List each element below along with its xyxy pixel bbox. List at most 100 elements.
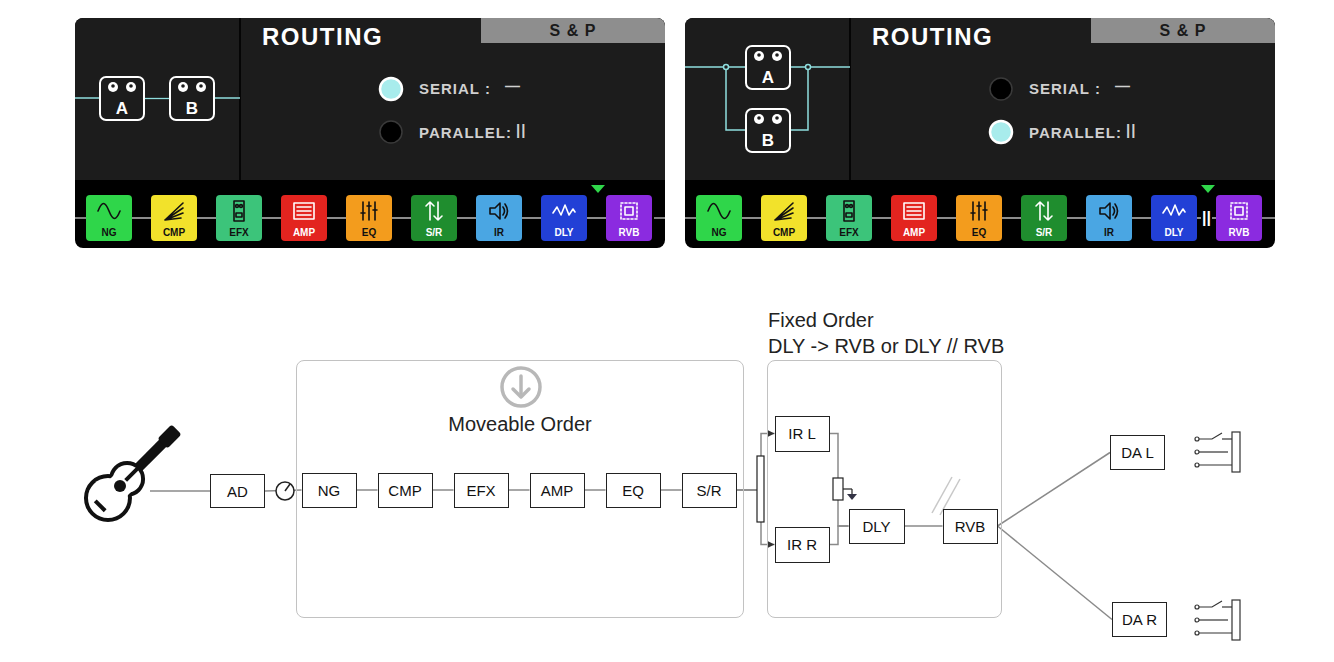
option-label: PARALLEL:: [419, 124, 512, 141]
device-screen-part: [239, 18, 241, 180]
node-label: CMP: [163, 227, 185, 239]
guitar-illustration-part: [124, 442, 164, 482]
selection-marker-part: [591, 185, 605, 193]
module-icon-part: [234, 201, 244, 221]
signal-wire-part: [215, 97, 240, 99]
selection-marker-part: [1201, 185, 1215, 193]
level-knob: [276, 482, 294, 500]
level-knob-part: [285, 484, 290, 491]
output-jack-part-part: [1222, 606, 1232, 607]
knob-icon-part: [129, 84, 133, 88]
module-icon-part-part: [775, 203, 793, 220]
connector: [998, 526, 1113, 620]
option-label-holder: ||: [1126, 121, 1136, 138]
heading-text: Fixed Order: [768, 307, 1001, 333]
knob-icon-part: [126, 82, 136, 92]
module-icon-part-part: [850, 205, 853, 208]
heading-text: ROUTING: [262, 23, 383, 51]
moveable-icon-part: [513, 389, 529, 397]
moveable-icon-part: [519, 376, 523, 396]
module-tile: RVB: [1216, 195, 1262, 241]
output-jack-part-part: [1199, 619, 1228, 620]
node-label: DLY: [862, 518, 890, 535]
menu-tab: S & P: [1091, 18, 1275, 43]
device-screen-part: [685, 18, 1275, 180]
process-box: S/R: [682, 473, 737, 508]
option-label: SERIAL :: [419, 80, 491, 97]
module-tile: S/R: [411, 195, 457, 241]
connector: [522, 217, 541, 218]
signal-wire-part: [808, 66, 850, 68]
module-icon-part: [1036, 202, 1052, 220]
node-label: B: [186, 99, 198, 118]
node-label: S/R: [1036, 227, 1053, 239]
connector: [872, 217, 891, 218]
output-jack-part-part: [1195, 631, 1199, 635]
module-icon-part: [621, 203, 637, 219]
module-tile: EQ: [346, 195, 392, 241]
moveable-icon: [502, 368, 540, 406]
process-box: AD: [210, 474, 265, 508]
module-icon-part-part: [971, 202, 987, 220]
knob-icon-part: [108, 82, 118, 92]
module-icon-part: [426, 202, 442, 220]
module-icon: [422, 199, 446, 223]
signal-wire-part: [724, 65, 729, 70]
module-icon-part-part: [240, 205, 243, 208]
group-box: NGCMPEFXAMPEQS/RMoveable Order: [296, 360, 744, 618]
module-tile: CMP: [151, 195, 197, 241]
connector: [585, 489, 606, 491]
module-icon-part-part: [165, 203, 183, 220]
potentiometer-part: [847, 494, 857, 500]
splitter-bar-part: [757, 456, 764, 522]
knob-icon: [747, 48, 789, 66]
knob-icon: [171, 79, 213, 97]
process-box: EFX: [454, 473, 509, 508]
knob-icon-part: [754, 51, 764, 61]
output-jack-part-part: [1195, 437, 1199, 441]
node-label: S & P: [550, 22, 597, 40]
process-box: RVB: [943, 509, 998, 544]
module-icon-part-part: [98, 204, 120, 219]
process-box: EQ: [606, 473, 661, 508]
output-jack-part-part: [1195, 605, 1199, 609]
module-icon-part: [775, 203, 793, 220]
module-tile: EFX: [826, 195, 872, 241]
node-label: B: [762, 131, 774, 150]
module-icon-part-part: [1163, 205, 1185, 215]
node-label: EQ: [362, 227, 376, 239]
module-icon-part-part: [844, 201, 854, 221]
output-jack-part-part: [1199, 433, 1222, 439]
connector: [1067, 217, 1086, 218]
option-label: PARALLEL:: [1029, 124, 1122, 141]
option-label: ||: [1126, 121, 1136, 138]
node-label: IR R: [787, 536, 817, 553]
effect-block: A: [745, 45, 791, 90]
node-label: CMP: [773, 227, 795, 239]
connector: [937, 217, 956, 218]
connector: [1002, 217, 1021, 218]
output-jack-part-part: [1232, 600, 1240, 640]
connector: [807, 217, 826, 218]
module-tile: IR: [476, 195, 522, 241]
module-icon-part-part: [426, 202, 442, 220]
module-icon-part: [1231, 203, 1247, 219]
process-box: DLY: [849, 509, 905, 544]
module-tile: IR: [1086, 195, 1132, 241]
connector: [1132, 217, 1151, 218]
connector: [509, 489, 530, 491]
node-label: DA R: [1122, 611, 1157, 628]
module-icon: [552, 199, 576, 223]
signal-wire-part: [75, 97, 99, 99]
potentiometer: [833, 478, 857, 500]
module-icon-part: [294, 203, 314, 219]
module-icon: [487, 199, 511, 223]
knob-icon: [101, 79, 143, 97]
module-tile: DLY: [541, 195, 587, 241]
node-label: NG: [318, 482, 341, 499]
output-jack-part-part: [1232, 432, 1240, 472]
output-jack: [1195, 432, 1240, 640]
node-label: A: [762, 68, 774, 87]
